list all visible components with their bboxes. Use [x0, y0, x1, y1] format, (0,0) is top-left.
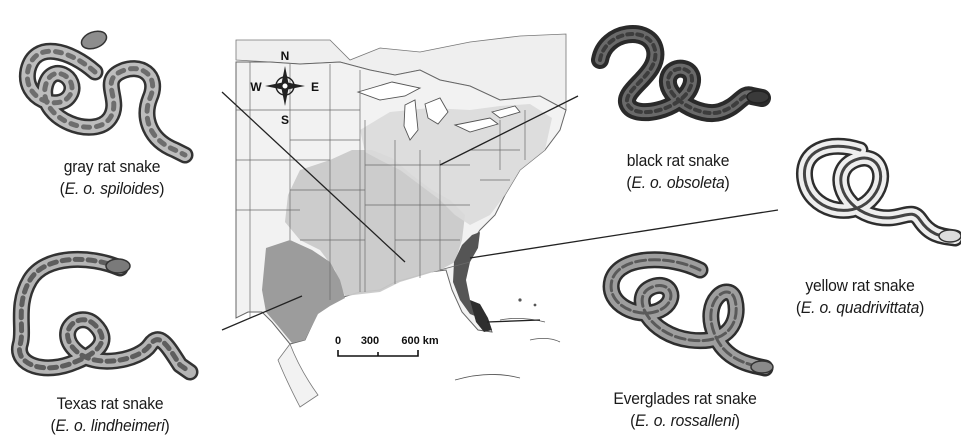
leader-line-gray	[221, 91, 406, 263]
range-map: N S W E 0 300 600 km	[235, 32, 567, 408]
range-yellow-rat-snake	[453, 232, 480, 318]
compass-west-label: W	[250, 80, 262, 94]
scale-bar-label-600: 600 km	[401, 335, 439, 347]
common-name-yellow: yellow rat snake	[805, 276, 915, 295]
scientific-name-black: (E. o. obsoleta)	[626, 173, 730, 192]
compass-north-label: N	[281, 49, 290, 63]
scientific-name-everglades: (E. o. rossalleni)	[630, 411, 740, 430]
gray-rat-snake-illustration	[18, 30, 194, 164]
range-everglades-rat-snake	[470, 300, 492, 332]
leader-line-black	[439, 95, 579, 166]
yellow-rat-snake-illustration	[796, 137, 961, 247]
range-texas-rat-snake	[262, 240, 345, 343]
scale-bar-label-300: 300	[361, 335, 379, 347]
leader-line-everglades	[486, 319, 541, 323]
leader-lines	[221, 91, 779, 331]
leader-line-texas	[221, 295, 303, 331]
mexico-coast	[277, 343, 319, 408]
caribbean-islands	[454, 298, 561, 381]
common-name-gray: gray rat snake	[63, 157, 161, 176]
caption-yellow-rat-snake: yellow rat snake (E. o. quadrivittata)	[770, 275, 950, 319]
leader-line-yellow	[469, 209, 779, 259]
scale-bar	[337, 350, 419, 357]
scale-bar-label-0: 0	[335, 335, 341, 347]
common-name-black: black rat snake	[626, 151, 730, 170]
everglades-rat-snake-illustration	[602, 251, 774, 377]
scientific-name-texas: (E. o. lindheimeri)	[50, 416, 170, 435]
caption-gray-rat-snake: gray rat snake (E. o. spiloides)	[29, 156, 195, 200]
great-lakes	[356, 81, 521, 141]
caption-texas-rat-snake: Texas rat snake (E. o. lindheimeri)	[18, 393, 202, 437]
caption-everglades-rat-snake: Everglades rat snake (E. o. rossalleni)	[579, 388, 791, 432]
common-name-everglades: Everglades rat snake	[613, 389, 757, 408]
common-name-texas: Texas rat snake	[56, 394, 164, 413]
scientific-name-yellow: (E. o. quadrivittata)	[795, 298, 925, 317]
caption-black-rat-snake: black rat snake (E. o. obsoleta)	[595, 150, 761, 194]
texas-rat-snake-illustration	[11, 250, 199, 381]
compass-south-label: S	[281, 113, 289, 127]
compass-east-label: E	[311, 80, 319, 94]
black-rat-snake-illustration	[591, 25, 771, 123]
compass-rose	[265, 66, 305, 106]
scientific-name-gray: (E. o. spiloides)	[59, 179, 165, 198]
